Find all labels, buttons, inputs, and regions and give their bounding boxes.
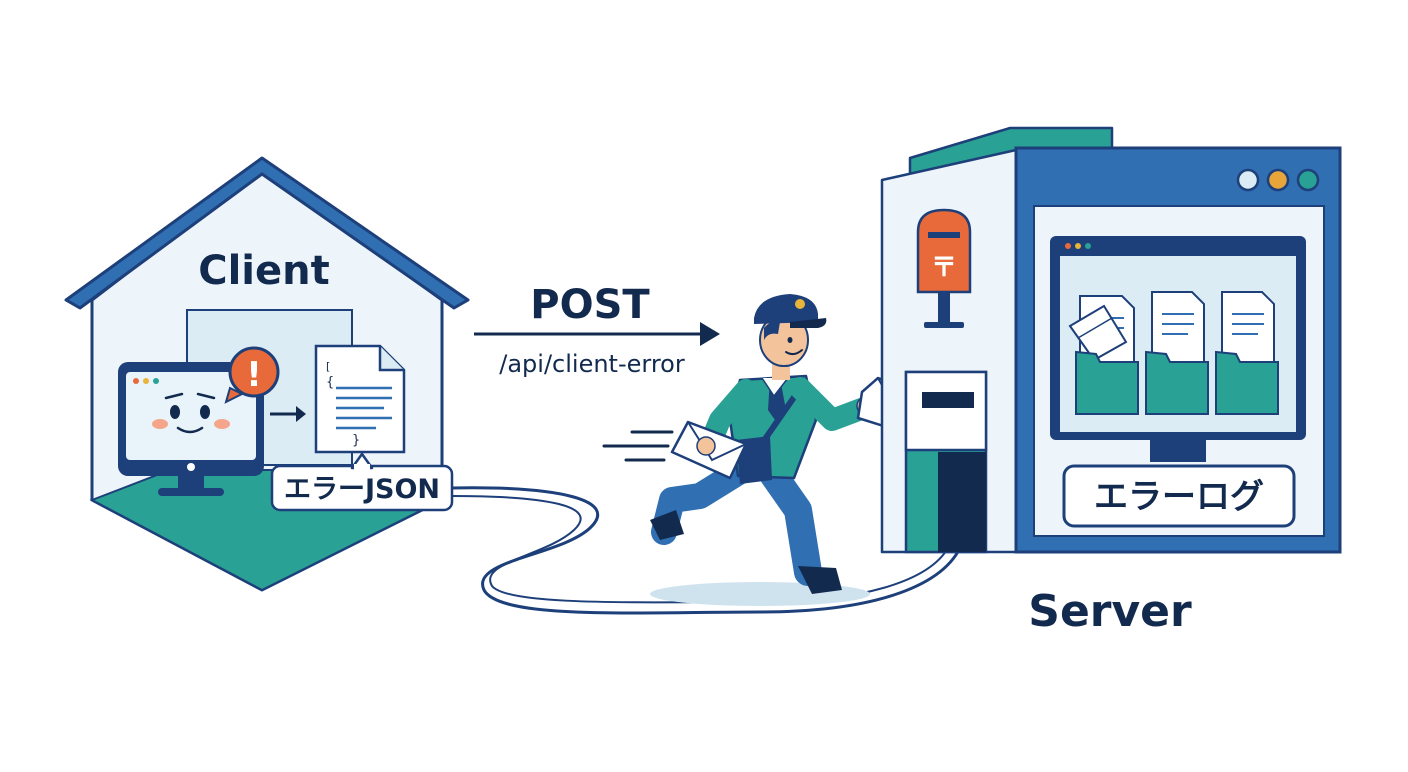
request-endpoint: /api/client-error (499, 350, 685, 378)
json-document-icon: [ { } (314, 344, 406, 454)
json-label: エラーJSON (284, 474, 440, 505)
cap-badge-icon (795, 299, 805, 309)
delivery-path (451, 486, 962, 615)
json-brace-close: } (352, 433, 360, 448)
server-title: Server (1028, 586, 1192, 637)
window-dot-icon (143, 378, 149, 384)
log-folder-icon (1215, 291, 1279, 415)
log-folder-icon (1145, 291, 1209, 415)
status-light-icon (1296, 168, 1320, 192)
error-alert-icon: ! (224, 346, 280, 404)
request-arrow: POST /api/client-error (474, 282, 720, 378)
window-dot-icon (153, 378, 159, 384)
client-monitor (118, 362, 264, 496)
json-bracket-open: [ (326, 360, 330, 373)
request-method: POST (530, 282, 650, 328)
window-dot-icon (1085, 243, 1091, 249)
window-dot-icon (133, 378, 139, 384)
log-label-box: エラーログ (1062, 464, 1296, 528)
client-title: Client (198, 248, 330, 294)
mailbox-icon: 〒 (916, 208, 972, 328)
status-light-icon (1266, 168, 1290, 192)
json-brace-open: { (326, 375, 334, 390)
arrow-right-icon (270, 406, 306, 422)
window-dot-icon (1075, 243, 1081, 249)
log-folder-icon (1068, 295, 1139, 415)
server-building: 〒 (880, 126, 1342, 637)
smiling-face-icon (152, 392, 230, 434)
window-dot-icon (1065, 243, 1071, 249)
status-light-icon (1236, 168, 1260, 192)
error-badge-mark: ! (246, 355, 262, 395)
speed-lines-icon (602, 430, 674, 462)
mailbox-mark: 〒 (931, 253, 957, 283)
json-label-callout: エラーJSON (270, 452, 454, 512)
house-roof (64, 156, 470, 310)
log-label: エラーログ (1094, 477, 1264, 517)
